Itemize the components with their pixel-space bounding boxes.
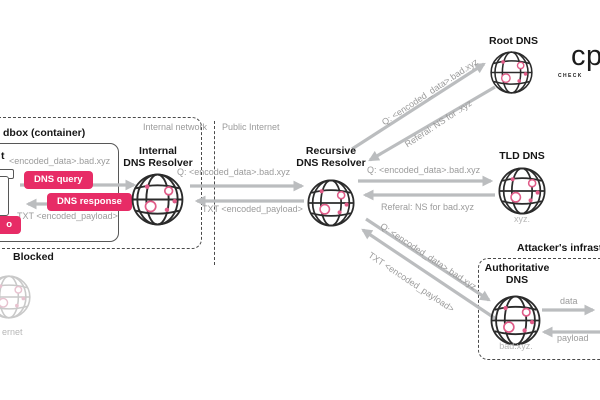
tld-dns-label: TLD DNS (499, 150, 545, 162)
sandbox-query-domain-label: <encoded_data>.bad.xyz (9, 156, 111, 166)
root-dns-globe-icon (489, 50, 534, 95)
blocked-label: Blocked (13, 251, 54, 263)
recursive-resolver-label-line2: DNS Resolver (296, 157, 366, 169)
internal-resolver-label-line1: Internal (139, 145, 177, 157)
tld-to-recursive-referral-label: Referal: NS for bad.xyz (381, 202, 475, 212)
network-boundary-divider (214, 121, 215, 265)
authoritative-zone-label: bad.xyz. (499, 341, 533, 351)
internal-network-label: Internal network (142, 122, 207, 132)
recursive-to-root-query-label: Q: <encoded_data>.bad.xyz (380, 56, 480, 128)
internal-resolver-label-line2: DNS Resolver (123, 157, 193, 169)
attacker-infrastructure-label: Attacker's infrastr (517, 242, 600, 254)
process-icon-body (0, 176, 9, 216)
recursive-to-tld-query-label: Q: <encoded_data>.bad.xyz (367, 165, 481, 175)
dns-response-badge: DNS response (47, 193, 132, 211)
recursive-resolver-label-line1: Recursive (305, 145, 357, 157)
brand-logo: cp (571, 40, 600, 72)
public-internet-label: Public Internet (222, 122, 280, 132)
authoritative-dns-label: Authoritative DNS (479, 262, 555, 286)
authoritative-dns-label-line1: Authoritative (484, 262, 550, 274)
internet-globe-icon (0, 274, 32, 320)
internal-resolver-label: Internal DNS Resolver (120, 145, 196, 169)
process-label: t (1, 150, 5, 162)
root-dns-label: Root DNS (489, 35, 538, 47)
recursive-resolver-globe-icon (306, 178, 356, 228)
sandbox-container-label: dbox (container) (3, 127, 86, 139)
internet-label: ernet (2, 327, 23, 337)
arrow-auth-to-recursive-response (361, 228, 497, 321)
authoritative-dns-label-line2: DNS (505, 274, 529, 286)
tld-dns-globe-icon (497, 166, 547, 216)
internal-network-zone-box (0, 117, 202, 249)
payload-in-label: payload (557, 333, 589, 343)
dns-query-badge: DNS query (24, 171, 93, 189)
authoritative-dns-globe-icon (489, 294, 542, 347)
partial-badge: o (0, 216, 21, 234)
tld-zone-label: xyz. (513, 214, 530, 224)
internal-to-recursive-query-label: Q: <encoded_data>.bad.xyz (177, 167, 291, 177)
recursive-to-internal-response-label: TXT <encoded_payload> (202, 204, 303, 214)
recursive-to-auth-query-label: Q: <encoded_data>.bad.xyz (378, 221, 479, 292)
internal-resolver-globe-icon (130, 172, 185, 227)
recursive-resolver-label: Recursive DNS Resolver (294, 145, 368, 169)
sandbox-container-box (0, 143, 119, 242)
brand-logo-tagline: CHECK (558, 73, 583, 79)
data-out-label: data (560, 296, 578, 306)
sandbox-response-record-label: TXT <encoded_payload> (17, 211, 118, 221)
